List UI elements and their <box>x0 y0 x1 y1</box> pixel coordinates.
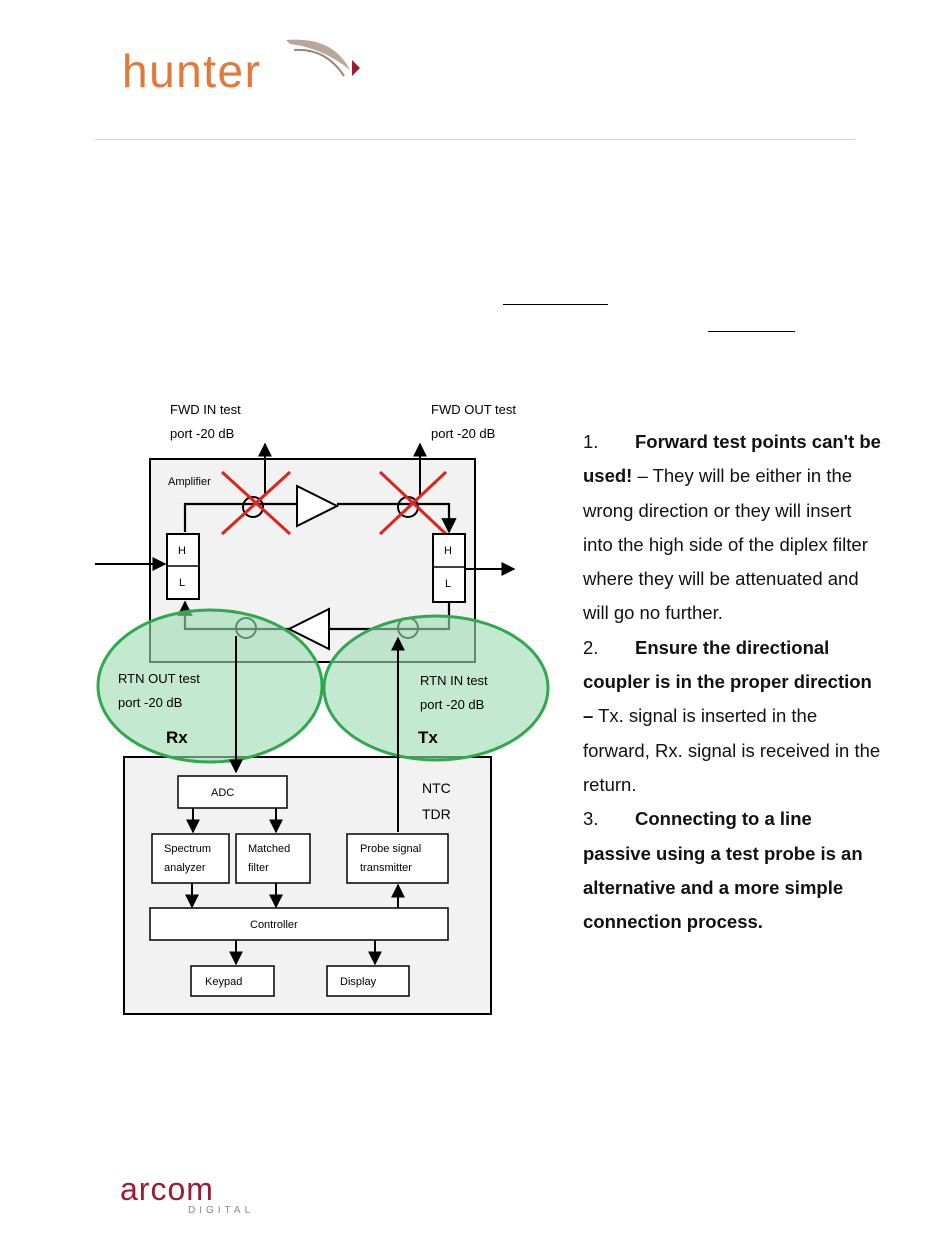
amplifier-test-diagram: Amplifier FWD IN test port -20 dB FWD OU… <box>95 402 550 1015</box>
forward-path <box>183 502 457 534</box>
note-emphasis: Forward test points can't be used! <box>583 431 881 487</box>
matched-label: Matched filter <box>248 843 293 874</box>
note-item: 2.Ensure the directional coupler is in t… <box>583 631 883 802</box>
note-emphasis: Connecting to a line passive using a tes… <box>583 808 863 933</box>
note-number: 2. <box>583 636 599 658</box>
tx-label: Tx <box>418 728 438 747</box>
fwd-out-label: FWD OUT test port -20 dB <box>431 402 520 441</box>
spectrum-label: Spectrum analyzer <box>164 843 214 874</box>
hunter-logo-swoosh-2 <box>293 48 345 77</box>
note-text: Tx. signal is inserted in the forward, R… <box>583 705 881 795</box>
tx-highlight <box>322 614 550 762</box>
notes-list: 1.Forward test points can't be used! – T… <box>583 425 883 939</box>
note-number: 1. <box>583 431 599 452</box>
amplifier-label: Amplifier <box>168 476 211 488</box>
probe-transmitter-block <box>346 833 449 884</box>
hunter-logo-arrow <box>352 60 360 76</box>
underline-mark <box>503 304 608 305</box>
hunter-logo-text: hunter <box>122 45 261 97</box>
rtn-out-label: RTN OUT test port -20 dB <box>118 671 204 710</box>
not-usable-cross-icon <box>220 470 292 536</box>
diplex-filter-in: H L <box>166 533 200 600</box>
display-block <box>326 965 410 997</box>
not-usable-cross-icon <box>378 470 448 536</box>
fwd-in-label: FWD IN test port -20 dB <box>170 402 244 441</box>
adc-label: ADC <box>211 787 234 799</box>
probe-label: Probe signal transmitter <box>360 843 424 874</box>
ntc-label: NTC TDR <box>422 780 455 822</box>
svg-text:H: H <box>444 545 452 557</box>
header-divider <box>95 139 855 140</box>
adc-block <box>177 775 288 809</box>
return-amplifier-triangle <box>286 607 330 651</box>
note-emphasis: Ensure the directional coupler is in the… <box>583 636 872 727</box>
arcom-logo-subtext: DIGITAL <box>188 1205 254 1216</box>
svg-text:H: H <box>178 545 186 557</box>
rx-highlight <box>96 608 324 764</box>
display-label: Display <box>340 976 377 988</box>
diplex-filter-out: H L <box>432 533 466 603</box>
matched-filter-block <box>235 833 311 884</box>
hunter-logo-swoosh <box>286 39 350 70</box>
arcom-logo-text: arcom <box>120 1172 214 1207</box>
note-number: 3. <box>583 808 599 830</box>
forward-amplifier-triangle <box>296 484 340 528</box>
controller-block <box>149 907 449 941</box>
controller-label: Controller <box>250 919 298 931</box>
rtn-in-label: RTN IN test port -20 dB <box>420 673 491 712</box>
hunter-logo: hunter <box>122 39 360 97</box>
svg-text:L: L <box>179 577 185 589</box>
underline-mark <box>708 331 795 332</box>
note-item: 3.Connecting to a line passive using a t… <box>583 802 883 939</box>
note-text: – They will be either in the wrong direc… <box>583 465 868 624</box>
keypad-label: Keypad <box>205 976 242 988</box>
note-item: 1.Forward test points can't be used! – T… <box>583 425 883 631</box>
spectrum-analyzer-block <box>151 833 230 884</box>
fwd-in-coupler <box>242 496 264 518</box>
svg-text:L: L <box>445 578 451 590</box>
arcom-logo: arcom DIGITAL <box>120 1172 254 1216</box>
rx-label: Rx <box>166 728 188 747</box>
keypad-block <box>190 965 275 997</box>
